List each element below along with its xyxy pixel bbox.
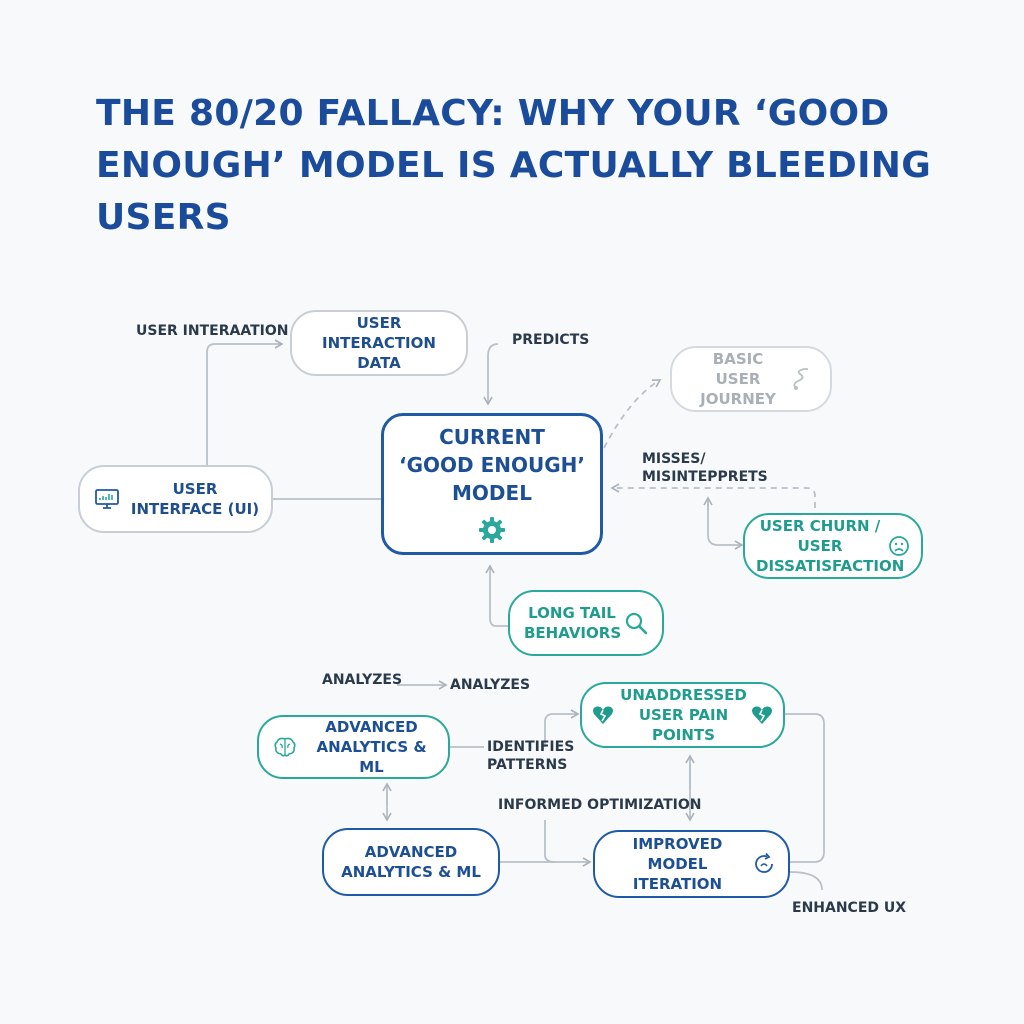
edge-ui-to-data	[206, 339, 284, 468]
edge-label-identifies-patterns: IDENTIFIES PATTERNS	[487, 739, 575, 773]
edge-label-analyzes-right: ANALYZES	[450, 677, 531, 693]
central-line-3: MODEL	[452, 481, 532, 505]
edge-painpoints-loop	[785, 713, 825, 863]
edge-churn-link	[707, 498, 744, 550]
edge-label-informed-optimization: INFORMED OPTIMIZATION	[498, 797, 702, 813]
node-label: ADVANCED ANALYTICS & ML	[316, 718, 427, 776]
edge-longtail-to-model	[485, 564, 508, 627]
edge-model-to-journey	[603, 379, 662, 449]
edge-label-misses: MISSES/ MISINTEPPRETS	[642, 451, 768, 485]
broken-heart-icon	[751, 705, 773, 725]
node-user-interaction-data[interactable]: USER INTERACTION DATA	[290, 310, 468, 376]
magnifier-icon	[624, 611, 648, 635]
edge-predicts	[483, 343, 499, 406]
node-improved-model-iteration[interactable]: IMPROVED MODEL ITERATION	[593, 830, 790, 898]
page-title: THE 80/20 FALLACY: WHY YOUR ‘GOOD ENOUGH…	[96, 93, 932, 238]
refresh-icon	[752, 852, 776, 876]
node-advanced-analytics-bottom[interactable]: ADVANCED ANALYTICS & ML	[322, 828, 500, 896]
edge-label-enhanced-ux: ENHANCED UX	[792, 900, 907, 916]
edge-label-analyzes-left: ANALYZES	[322, 672, 403, 688]
sad-face-icon	[888, 535, 910, 557]
node-current-model[interactable]: CURRENT ‘GOOD ENOUGH’ MODEL	[381, 413, 603, 555]
node-user-churn[interactable]: USER CHURN / USER DISSATISFACTION	[743, 513, 923, 579]
node-label: IMPROVED MODEL ITERATION	[632, 835, 723, 893]
node-unaddressed-pain-points[interactable]: UNADDRESSED USER PAIN POINTS	[580, 682, 785, 748]
node-advanced-analytics-top[interactable]: ADVANCED ANALYTICS & ML	[257, 715, 450, 779]
node-user-interface[interactable]: USER INTERFACE (UI)	[78, 465, 273, 533]
central-line-2: ‘GOOD ENOUGH’	[399, 453, 585, 477]
node-label: ADVANCED ANALYTICS & ML	[341, 843, 481, 881]
central-line-1: CURRENT	[439, 425, 545, 449]
broken-heart-icon	[592, 705, 614, 725]
node-label: USER INTERFACE (UI)	[130, 480, 260, 518]
edge-to-painpoints	[544, 709, 580, 747]
node-label: USER CHURN / USER DISSATISFACTION	[756, 517, 905, 575]
brain-icon	[273, 736, 297, 758]
node-label: UNADDRESSED USER PAIN POINTS	[620, 686, 747, 744]
monitor-icon	[94, 488, 120, 510]
node-label: USER INTERACTION DATA	[322, 314, 436, 372]
node-label: LONG TAIL BEHAVIORS	[524, 604, 622, 642]
node-label: BASIC USER JOURNEY	[700, 350, 776, 408]
edge-informed-optimization	[544, 820, 556, 863]
node-basic-user-journey[interactable]: BASIC USER JOURNEY	[670, 346, 832, 412]
gear-icon	[477, 515, 507, 545]
node-long-tail-behaviors[interactable]: LONG TAIL BEHAVIORS	[508, 590, 664, 656]
edge-misses	[610, 483, 816, 508]
edge-label-user-interaction: USER INTERAATION	[136, 323, 289, 339]
squiggle-path-icon	[792, 366, 812, 392]
edge-enhanced-ux	[789, 871, 823, 891]
edge-label-predicts: PREDICTS	[512, 332, 590, 348]
